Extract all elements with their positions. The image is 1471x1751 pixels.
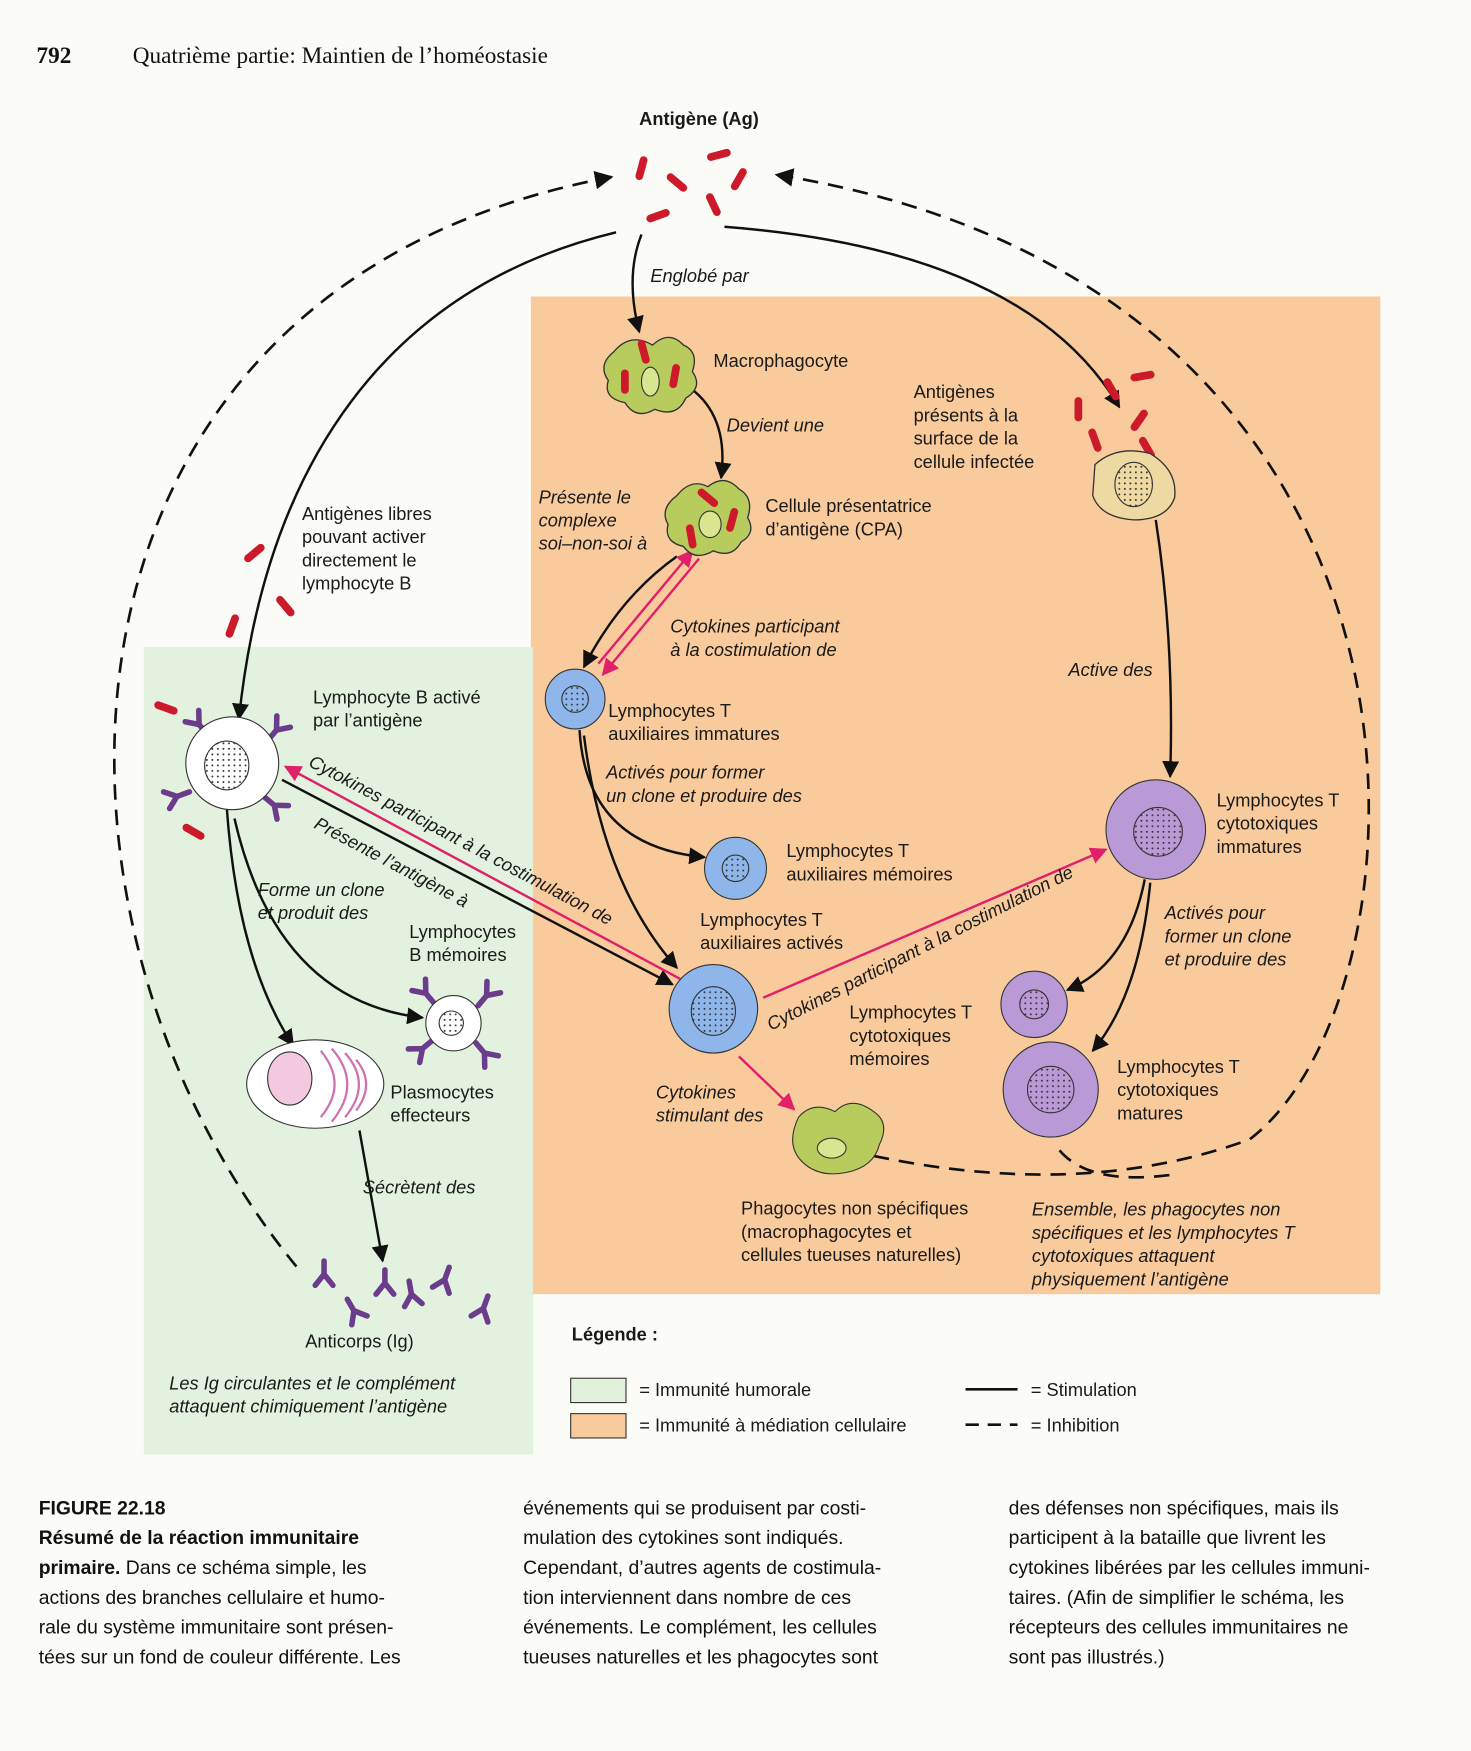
caption-col2-line: mulation des cytokines sont indiqués.	[523, 1527, 843, 1549]
helper-t-activated-cell	[668, 963, 759, 1054]
caption-col3-line: sont pas illustrés.)	[1009, 1647, 1165, 1669]
infected-cell	[1092, 450, 1176, 521]
legend-humoral: = Immunité humorale	[639, 1379, 811, 1400]
page-number: 792	[36, 43, 71, 69]
label-secrete: Sécrètent des	[363, 1177, 476, 1198]
caption-col2-line: événements qui se produisent par costi-	[523, 1497, 866, 1519]
nonspecific-phagocyte-cell	[792, 1102, 885, 1175]
tc-immature-cell	[1105, 779, 1207, 880]
inhibition-arrow-left	[113, 170, 614, 1268]
plasmocyte-cell	[246, 1039, 385, 1129]
caption-col3-line: taires. (Afin de simplifier le schéma, l…	[1009, 1587, 1344, 1609]
caption-col3-line: participent à la bataille que livrent le…	[1009, 1527, 1326, 1549]
antigen-title: Antigène (Ag)	[639, 108, 759, 129]
legend-cellular: = Immunité à médiation cellulaire	[639, 1414, 906, 1435]
caption-col1-line1: primaire. Dans ce schéma simple, les	[39, 1557, 367, 1579]
caption-col1-line: tées sur un fond de couleur différente. …	[39, 1647, 401, 1669]
caption-figure-number: FIGURE 22.18	[39, 1497, 166, 1519]
figure-caption: FIGURE 22.18 Résumé de la réaction immun…	[39, 1497, 1370, 1668]
legend-swatch-humoral	[570, 1377, 627, 1404]
running-title: Quatrième partie: Maintien de l’homéosta…	[133, 43, 548, 69]
cellular-immunity-region	[530, 296, 1381, 1295]
legend: Légende : = Immunité humorale = Immunité…	[570, 1324, 1137, 1439]
caption-col2-line: tueuses naturelles et les phagocytes son…	[523, 1647, 878, 1669]
caption-title-1: Résumé de la réaction immunitaire	[39, 1527, 360, 1549]
label-becomes: Devient une	[727, 414, 824, 435]
caption-col3-line: récepteurs des cellules immunitaires ne	[1009, 1617, 1349, 1639]
costimulation-arrows	[283, 549, 1108, 1111]
apc-cell	[664, 479, 752, 557]
caption-col2-line: événements. Le complément, les cellules	[523, 1617, 877, 1639]
legend-stimulation: = Stimulation	[1031, 1379, 1137, 1400]
label-antibodies: Anticorps (Ig)	[305, 1330, 414, 1351]
b-cell-activated	[153, 700, 290, 842]
label-activates: Active des	[1067, 659, 1152, 680]
inhibition-link-tc	[1058, 1149, 1173, 1179]
legend-title: Légende :	[572, 1324, 658, 1345]
caption-col2-line: tion interviennent dans nombre de ces	[523, 1587, 851, 1609]
tc-memory-cell	[1000, 970, 1068, 1039]
inhibition-arrow-right	[774, 168, 1371, 1176]
legend-inhibition: = Inhibition	[1031, 1414, 1120, 1435]
caption-col1-line: rale du système immunitaire sont présen-	[39, 1617, 394, 1639]
macrophage-cell	[603, 336, 698, 415]
helper-t-immature-cell	[544, 668, 606, 730]
caption-col1-line: actions des branches cellulaire et humo-	[39, 1587, 385, 1609]
caption-col3-line: cytokines libérées par les cellules immu…	[1009, 1557, 1370, 1579]
legend-swatch-cellular	[570, 1413, 627, 1439]
tc-mature-cell	[1002, 1041, 1099, 1138]
label-engulfed-by: Englobé par	[650, 265, 749, 286]
label-macrophage: Macrophagocyte	[713, 350, 848, 371]
stimulation-arrows	[225, 225, 1180, 1263]
label-nonspecific-phagocytes: Phagocytes non spécifiques(macrophagocyt…	[741, 1198, 968, 1265]
caption-col2-line: Cependant, d’autres agents de costimula-	[523, 1557, 881, 1579]
caption-col3-line: des défenses non spécifiques, mais ils	[1009, 1497, 1339, 1519]
b-memory-cell	[408, 979, 500, 1067]
helper-t-memory-cell	[703, 836, 768, 900]
